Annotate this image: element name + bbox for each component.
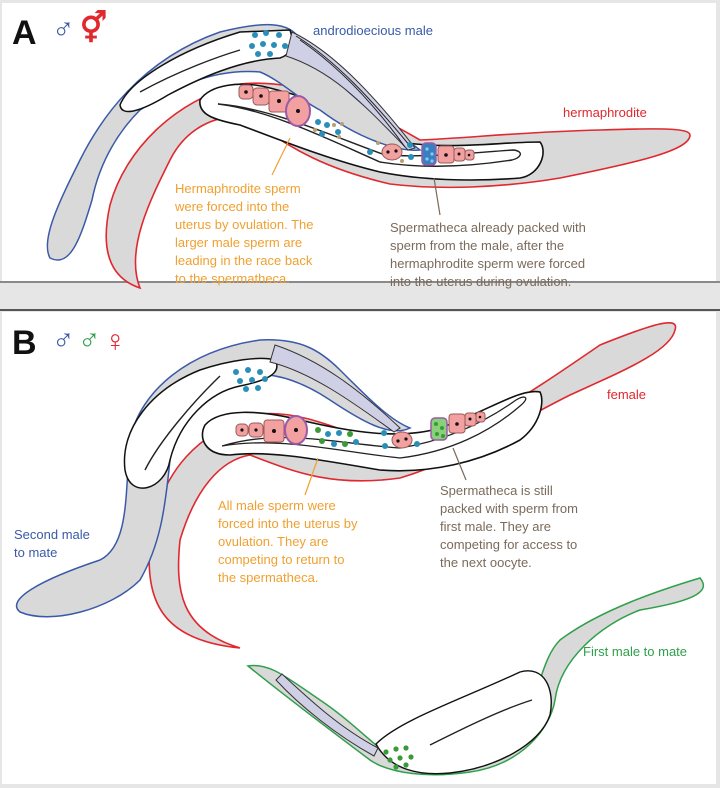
annotation-line: Spermatheca already packed with <box>390 220 586 235</box>
male-symbol: ♂ <box>52 12 75 45</box>
label-line: Second male <box>14 527 90 542</box>
annotation-line: ovulation. They are <box>218 534 329 549</box>
label-female: female <box>607 387 647 402</box>
annotation-orange-a: Hermaphrodite sperm were forced into the… <box>175 180 314 288</box>
panel-divider-b <box>0 309 720 311</box>
hermaphrodite-symbol: ⚥ <box>80 12 108 45</box>
first-male-symbol: ♂ <box>78 323 101 356</box>
female-gonad-b <box>201 390 543 472</box>
label-androdioecious-male: androdioecious male <box>313 23 433 38</box>
annotation-line: first male. They are <box>440 519 552 534</box>
annotation-brown-b: Spermatheca is still packed with sperm f… <box>440 482 578 572</box>
pointer-line-brown-a <box>433 177 441 216</box>
annotation-line: forced into the uterus by <box>218 516 358 531</box>
annotation-line: the spermatheca. <box>218 570 319 585</box>
annotation-line: competing to return to <box>218 552 345 567</box>
annotation-line: were forced into the <box>175 199 290 214</box>
second-male-symbol: ♂ <box>52 323 75 356</box>
annotation-line: Spermatheca is still <box>440 483 553 498</box>
male-vas-deferens-a <box>285 31 416 151</box>
first-male-sperm-cluster-b <box>383 745 414 770</box>
panel-a-letter: A <box>12 14 37 52</box>
second-male-body-b <box>15 339 412 618</box>
annotation-line: into the uterus during ovulation. <box>390 274 572 289</box>
pointer-line-brown-b <box>452 447 467 481</box>
uterus-sperm-b <box>315 427 420 449</box>
annotation-line: sperm from the male, after the <box>390 238 565 253</box>
label-hermaphrodite: hermaphrodite <box>563 105 647 120</box>
annotation-line: Hermaphrodite sperm <box>175 181 301 196</box>
annotation-line: the next oocyte. <box>440 555 532 570</box>
spermatheca-a <box>421 142 437 166</box>
male-sperm-cluster-a <box>249 30 288 57</box>
annotation-orange-b: All male sperm were forced into the uter… <box>218 497 357 587</box>
annotation-line: uterus by ovulation. The <box>175 217 314 232</box>
annotation-line: packed with sperm from <box>440 501 578 516</box>
annotation-line: hermaphrodite sperm were forced <box>390 256 586 271</box>
annotation-line: leading in the race back <box>175 253 313 268</box>
annotation-line: competing for access to <box>440 537 578 552</box>
label-second-male: Second male to mate <box>14 526 90 562</box>
label-line: to mate <box>14 545 58 560</box>
female-body-b <box>148 322 677 649</box>
male-inner-a <box>119 29 293 113</box>
uterus-sperm-a <box>313 119 414 163</box>
pointer-line-orange-a <box>271 137 291 176</box>
annotation-line: to the spermatheca. <box>175 271 290 286</box>
second-male-inner-b <box>123 357 278 489</box>
panel-b-letter: B <box>12 324 37 362</box>
label-first-male: First male to mate <box>583 644 688 659</box>
panel-divider <box>0 281 720 283</box>
annotation-line: All male sperm were <box>218 498 336 513</box>
second-male-sperm-cluster-b <box>233 367 268 392</box>
female-symbol: ♀ <box>104 325 127 358</box>
annotation-line: larger male sperm are <box>175 235 303 250</box>
pointer-line-orange-b <box>304 457 319 496</box>
first-male-inner-b <box>375 670 552 775</box>
annotation-brown-a: Spermatheca already packed with sperm fr… <box>390 219 586 291</box>
